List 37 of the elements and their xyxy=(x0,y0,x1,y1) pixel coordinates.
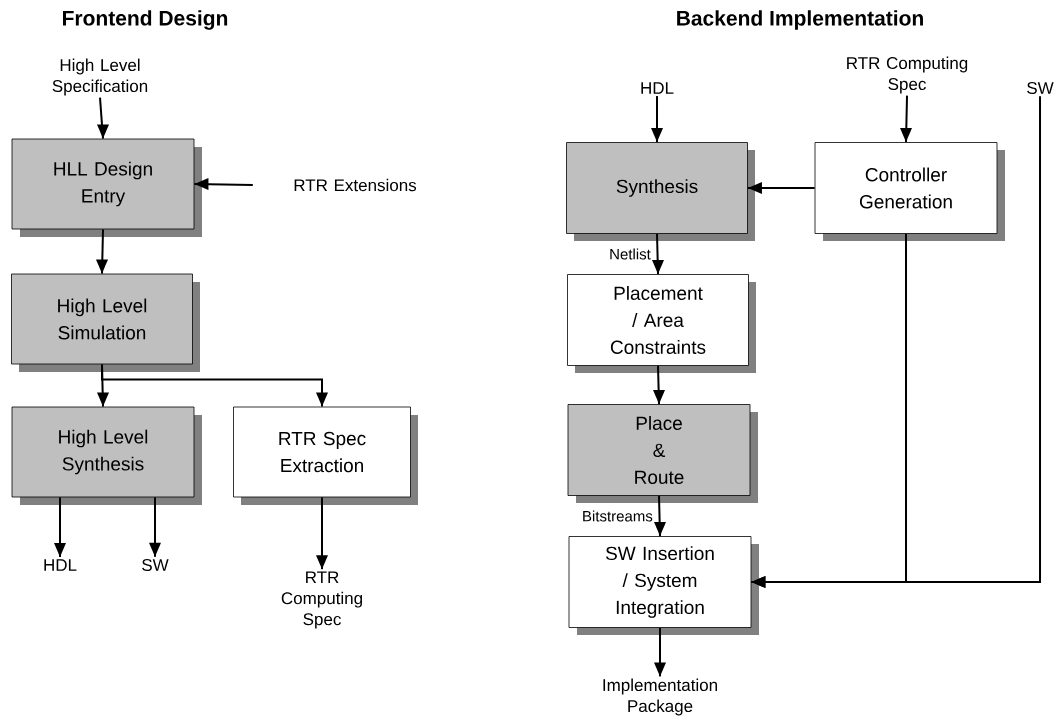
process-box: SW Insertion / System Integration xyxy=(568,536,759,635)
arrow xyxy=(54,496,66,558)
process-box: Placement / Area Constraints xyxy=(567,274,756,373)
process-box: High Level Synthesis xyxy=(11,406,202,505)
process-box: HLL Design Entry xyxy=(11,138,202,237)
arrow xyxy=(149,496,161,558)
flow-label: HDL xyxy=(641,82,674,94)
arrow xyxy=(101,363,328,408)
arrow xyxy=(654,494,666,538)
arrow xyxy=(654,626,666,678)
arrow xyxy=(651,95,663,144)
arrow xyxy=(900,94,912,144)
flow-label: HDL xyxy=(44,559,77,571)
arrow xyxy=(750,95,1041,588)
flow-label: High Level Specification xyxy=(52,58,148,96)
arrow xyxy=(97,96,109,140)
flow-label: SW xyxy=(1027,82,1054,95)
arrow xyxy=(96,228,108,275)
arrow xyxy=(653,364,665,406)
flow-label: SW xyxy=(142,559,169,572)
edge-label: Netlist xyxy=(608,247,652,261)
edge-label: Bitstreams xyxy=(580,509,654,523)
heading: Frontend Design xyxy=(63,10,228,30)
flow-label: RTR Computing Spec xyxy=(281,571,362,629)
process-box: High Level Simulation xyxy=(11,273,200,372)
process-box: Controller Generation xyxy=(814,142,1005,241)
arrow xyxy=(316,496,328,571)
heading: Backend Implementation xyxy=(677,10,923,30)
process-box: Place & Route xyxy=(567,404,758,503)
arrow xyxy=(652,232,664,276)
flow-label: Implementation Package xyxy=(603,678,717,716)
flow-label: RTR Extensions xyxy=(294,178,417,192)
flow-label: RTR Computing Spec xyxy=(847,56,968,94)
arrow xyxy=(193,178,254,190)
process-box: Synthesis xyxy=(566,142,755,241)
process-box: RTR Spec Extraction xyxy=(233,406,418,505)
arrow xyxy=(746,182,816,194)
